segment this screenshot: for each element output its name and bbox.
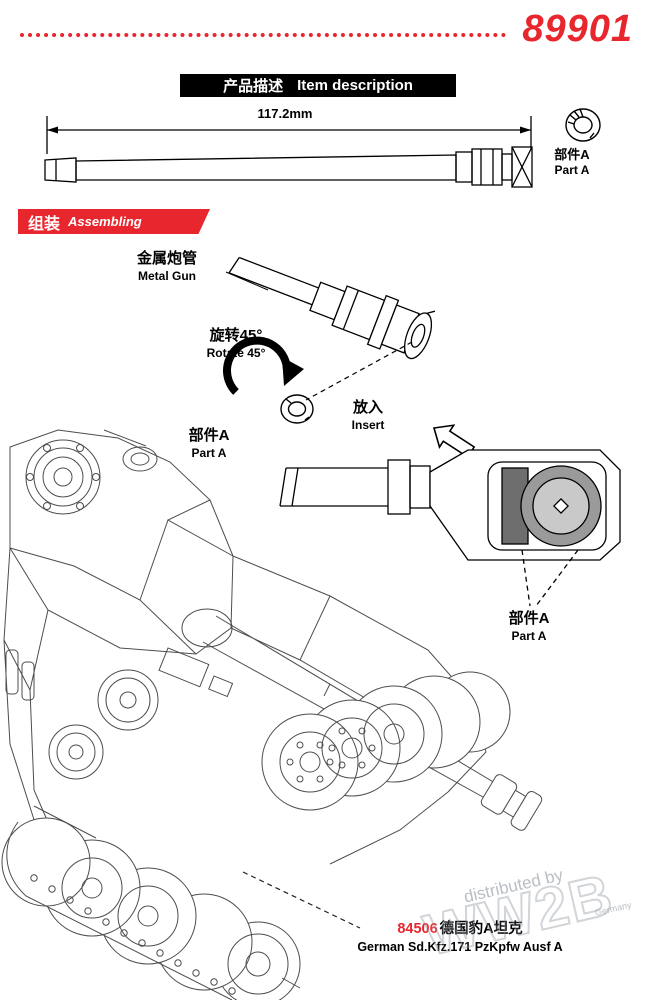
product-code: 89901 — [522, 8, 633, 50]
part-a-ring-top — [565, 108, 601, 142]
part-a-ring-middle — [280, 394, 314, 424]
insert-label-cn: 放入 — [352, 399, 383, 416]
assembling-banner-cn: 组装 — [28, 215, 61, 233]
insert-label-en: Insert — [351, 417, 385, 432]
assembling-banner: 组装 Assembling — [18, 209, 210, 234]
section-header-bar: 产品描述 Item description — [180, 74, 456, 97]
metal-gun-label-en: Metal Gun — [137, 268, 196, 283]
part-a-label-top-en: Part A — [554, 163, 590, 178]
part-a-label-middle: 部件A Part A — [168, 427, 250, 461]
part-a-label-lower-cn: 部件A — [508, 610, 550, 627]
part-a-label-lower-en: Part A — [511, 628, 547, 643]
rotate-label-en: Rotate 45° — [206, 345, 266, 360]
section-title-cn: 产品描述 — [223, 78, 284, 95]
metal-gun-label: 金属炮管 Metal Gun — [108, 250, 226, 284]
metal-gun-label-cn: 金属炮管 — [136, 250, 197, 267]
insert-dashed-line — [305, 341, 413, 401]
tank-illustration — [1, 429, 543, 1000]
footer-name-en: German Sd.Kfz.171 PzKpfw Ausf A — [357, 939, 563, 954]
footer-code: 84506 — [397, 921, 438, 937]
dimension-label: 117.2mm — [257, 106, 313, 121]
rotate-label: 旋转45° Rotate 45° — [182, 327, 290, 361]
part-a-label-lower: 部件A Part A — [490, 610, 568, 644]
part-a-label-top: 部件A Part A — [540, 147, 604, 178]
part-a-label-middle-cn: 部件A — [188, 427, 230, 444]
breech-diagram-1 — [228, 256, 436, 360]
top-dotted-rule — [20, 33, 506, 37]
footer-name-cn: 德国豹A坦克 — [439, 921, 523, 937]
assembling-banner-en: Assembling — [68, 214, 142, 229]
section-title-en: Item description — [297, 77, 413, 94]
rotate-label-cn: 旋转45° — [209, 327, 263, 344]
breech-diagram-2 — [279, 449, 621, 607]
rotate-arrow — [223, 336, 304, 395]
insert-label: 放入 Insert — [336, 399, 400, 433]
part-a-label-middle-en: Part A — [191, 445, 227, 460]
footer-leader-line — [242, 871, 361, 929]
barrel-dimension-diagram — [44, 116, 533, 188]
part-a-label-top-cn: 部件A — [554, 147, 590, 162]
